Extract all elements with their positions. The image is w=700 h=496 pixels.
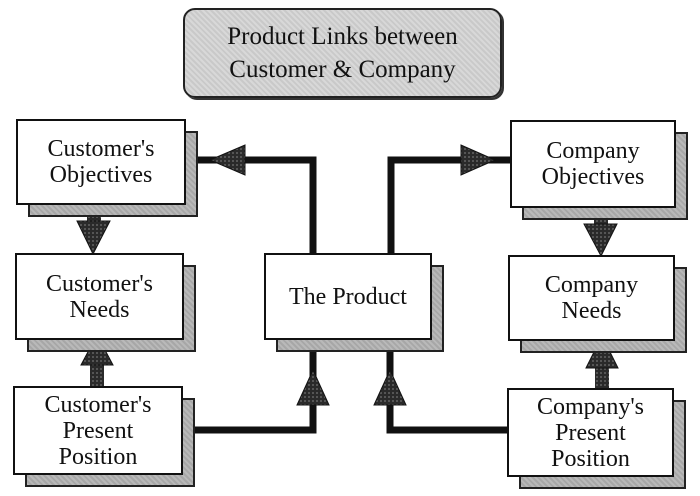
node-label: Present (62, 417, 134, 444)
arrowhead-up-icon (296, 368, 330, 406)
node-the-product: The Product (264, 253, 444, 352)
node-face: Company's Present Position (507, 388, 674, 477)
edge-company-present-to-needs (595, 364, 609, 390)
node-face: Customer's Present Position (13, 386, 183, 475)
arrowhead-down-icon (583, 223, 618, 258)
diagram-title: Product Links between Customer & Company (183, 8, 502, 98)
arrowhead-left-icon (208, 144, 246, 176)
node-company-present-position: Company's Present Position (507, 388, 686, 489)
node-face: Company Objectives (510, 120, 676, 208)
node-label: Objectives (541, 164, 645, 190)
node-label: Company's (537, 393, 644, 420)
node-face: The Product (264, 253, 432, 340)
node-company-objectives: Company Objectives (510, 120, 688, 220)
edge-customer-present-to-product (183, 352, 317, 434)
title-line-2: Customer & Company (229, 56, 456, 83)
node-label: Objectives (49, 162, 153, 188)
edge-product-to-customer-objectives (186, 156, 317, 253)
node-label: Needs (69, 296, 130, 323)
edge-customer-present-to-needs (90, 362, 104, 388)
arrowhead-down-icon (76, 220, 111, 256)
edge-company-present-to-product (386, 352, 507, 434)
node-customer-present-position: Customer's Present Position (13, 386, 195, 487)
node-customer-objectives: Customer's Objectives (16, 119, 198, 217)
node-label: Position (58, 443, 138, 470)
arrowhead-up-icon (373, 368, 407, 406)
node-face: Customer's Objectives (16, 119, 186, 205)
arrowhead-right-icon (460, 144, 497, 176)
node-company-needs: Company Needs (508, 255, 687, 353)
node-face: Customer's Needs (15, 253, 184, 340)
node-label: Company (544, 272, 639, 298)
node-label: Customer's (44, 391, 152, 418)
node-face: Company Needs (508, 255, 675, 341)
node-label: Customer's (46, 270, 153, 297)
node-label: Position (551, 445, 630, 472)
node-label: Needs (561, 298, 622, 324)
node-customer-needs: Customer's Needs (15, 253, 196, 352)
node-label: Present (555, 419, 626, 446)
title-line-1: Product Links between (227, 23, 458, 50)
node-label: Company (546, 138, 640, 164)
edge-product-to-company-objectives (387, 156, 510, 253)
node-label: The Product (289, 283, 407, 310)
node-label: Customer's (47, 136, 155, 162)
